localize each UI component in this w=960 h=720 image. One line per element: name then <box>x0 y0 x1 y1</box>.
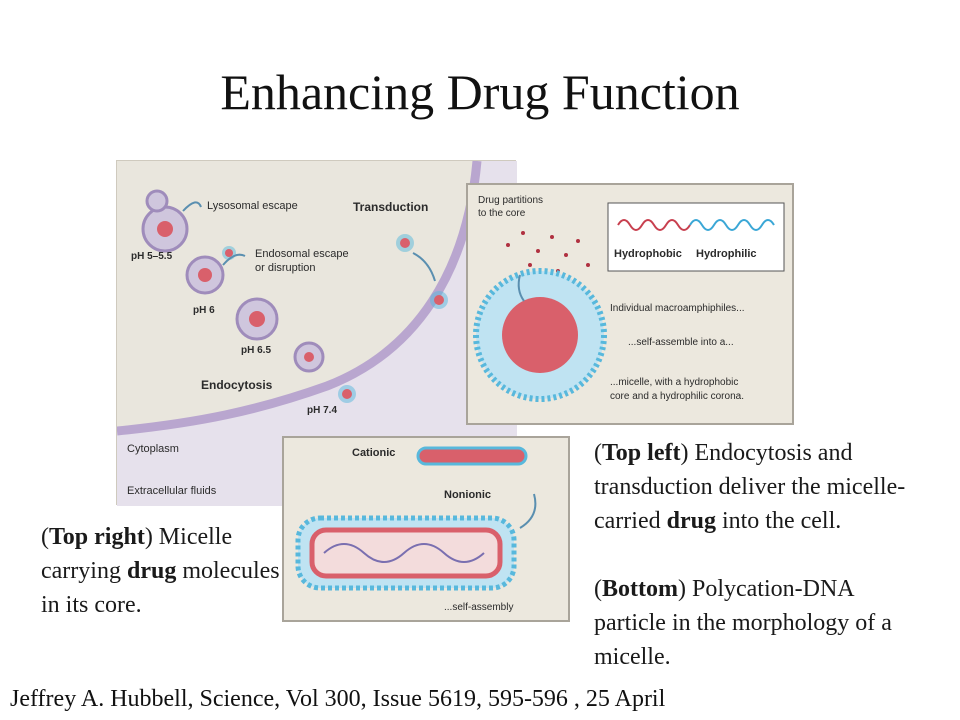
endosome-vesicle-ph6 <box>185 255 225 295</box>
micelle-illustration: Hydrophobic Hydrophilic Drug partitions … <box>473 195 785 402</box>
polymer-legend-box <box>607 202 785 272</box>
caption-top-right-drug: drug <box>126 558 177 584</box>
label-nonionic: Nonionic <box>444 489 491 501</box>
particle-core <box>309 527 503 579</box>
lysosomal-arrow <box>182 201 202 212</box>
endocytic-pit <box>293 341 325 373</box>
citation: Jeffrey A. Hubbell, Science, Vol 300, Is… <box>10 686 666 712</box>
caption-top-right: (Top right) Micelle carrying drug molecu… <box>41 524 280 618</box>
polycation-dna-illustration: Cationic Nonionic ...self-assembly <box>295 446 537 613</box>
dna-strand <box>323 543 485 563</box>
label-hydrophilic: Hydrophilic <box>696 248 757 260</box>
cell-membrane <box>117 161 482 436</box>
transduction-arrow <box>412 252 436 282</box>
label-partitions-2: to the core <box>478 208 526 219</box>
endocytosis-illustration: Lysosomal escape Transduction Endosomal … <box>117 161 517 506</box>
slide-title: Enhancing Drug Function <box>220 64 740 120</box>
polycation-dna-figure: Cationic Nonionic ...self-assembly <box>282 436 570 622</box>
caption-top-left-head: Top left <box>602 440 681 466</box>
endosomal-arrow <box>222 253 246 266</box>
label-ph-55: pH 5–5.5 <box>131 251 173 262</box>
label-hydrophobic: Hydrophobic <box>614 248 682 260</box>
label-partitions-1: Drug partitions <box>478 195 543 206</box>
label-lysosomal: Lysosomal escape <box>207 200 298 212</box>
label-cytoplasm: Cytoplasm <box>127 443 179 455</box>
label-macro: Individual macroamphiphiles... <box>610 303 745 314</box>
label-self-assemble: ...self-assemble into a... <box>628 337 734 348</box>
label-ph-65: pH 6.5 <box>241 345 271 356</box>
partition-arrow <box>517 274 525 302</box>
lysosome-vesicle <box>141 189 189 253</box>
label-cationic: Cationic <box>352 447 395 459</box>
label-endocytosis: Endocytosis <box>201 378 273 392</box>
label-transduction: Transduction <box>353 200 428 214</box>
drug-molecules <box>506 231 590 273</box>
label-endosomal-1: Endosomal escape <box>255 248 349 260</box>
label-extracellular: Extracellular fluids <box>127 485 217 497</box>
micelle-outside <box>338 385 356 403</box>
endosome-vesicle-ph65 <box>235 297 279 341</box>
label-micelle-2: core and a hydrophilic corona. <box>610 391 744 402</box>
micelle-core <box>502 297 578 373</box>
cationic-polymer <box>416 446 528 466</box>
hydrophobic-chain <box>617 219 691 231</box>
caption-top-right-head: Top right <box>49 524 145 550</box>
caption-bottom: (Bottom) Polycation-DNA particle in the … <box>594 576 892 670</box>
hydrophilic-chain <box>689 219 775 231</box>
assembly-arrow <box>519 493 537 529</box>
label-self-assembly: ...self-assembly <box>444 602 513 613</box>
label-ph-74: pH 7.4 <box>307 405 337 416</box>
caption-top-left: (Top left) Endocytosis and transduction … <box>594 440 906 534</box>
micelle-figure: Hydrophobic Hydrophilic Drug partitions … <box>466 183 794 425</box>
caption-bottom-head: Bottom <box>602 576 678 602</box>
micelle-transduced <box>430 291 448 309</box>
caption-top-left-drug: drug <box>666 508 716 534</box>
micelle-released <box>396 234 414 252</box>
label-ph-6: pH 6 <box>193 305 215 316</box>
label-micelle-1: ...micelle, with a hydrophobic <box>610 377 738 388</box>
label-endosomal-2: or disruption <box>255 262 316 274</box>
